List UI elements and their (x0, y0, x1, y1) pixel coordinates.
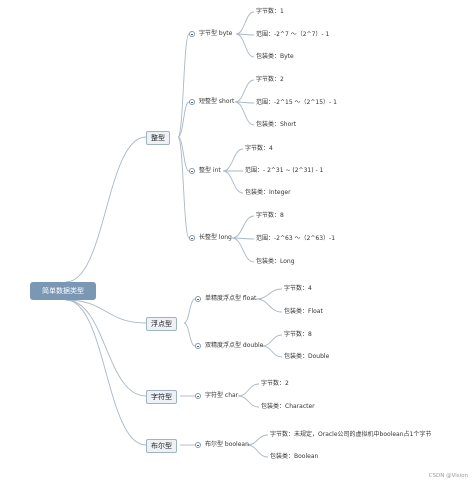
detail-byte-size: 字节数：1 (256, 8, 284, 15)
connector-line (65, 299, 147, 324)
connector-line (65, 136, 147, 283)
connector-line (255, 298, 283, 313)
connector-line (177, 136, 190, 239)
detail-short-range: 范围：-2^15 ～（2^15）- 1 (256, 99, 337, 106)
type-label-int[interactable]: 整型 int (199, 167, 221, 174)
connector-line (183, 298, 196, 324)
collapse-toggle-icon[interactable] (195, 442, 201, 448)
type-label-boolean[interactable]: 布尔型 boolean (205, 441, 249, 448)
detail-int-range: 范围：- 2^31 ~ (2^31) - 1 (245, 167, 324, 174)
connector-line (237, 383, 260, 397)
connector-line (65, 299, 147, 397)
collapse-toggle-icon[interactable] (189, 99, 195, 105)
detail-int-size: 字节数：4 (245, 145, 273, 152)
connector-line (177, 33, 190, 138)
connector-line (231, 215, 255, 239)
category-node-float[interactable]: 浮点型 (146, 317, 177, 331)
detail-short-size: 字节数：2 (256, 76, 284, 83)
detail-float-wrapper: 包装类：Float (284, 308, 323, 315)
category-node-integer[interactable]: 整型 (146, 131, 170, 145)
connector-line (235, 33, 255, 58)
collapse-toggle-icon[interactable] (195, 343, 201, 349)
type-label-double[interactable]: 双精度浮点型 double (205, 342, 264, 349)
detail-short-wrapper: 包装类：Short (256, 121, 297, 128)
connector-line (231, 237, 255, 263)
detail-boolean-size: 字节数：未规定，Oracle公司的虚拟机中boolean占1个字节 (270, 431, 432, 438)
connector-line (234, 79, 255, 103)
detail-double-size: 字节数：8 (284, 331, 312, 338)
connector-line (222, 170, 244, 194)
type-label-float[interactable]: 单精度浮点型 float (205, 295, 257, 302)
detail-long-size: 字节数：8 (256, 212, 284, 219)
connector-line (261, 334, 283, 347)
collapse-toggle-icon[interactable] (195, 296, 201, 302)
connector-line (177, 101, 190, 138)
connector-line (237, 395, 260, 408)
connector-line (234, 101, 255, 126)
connector-line (235, 11, 255, 35)
detail-int-wrapper: 包装类：Integer (245, 189, 291, 196)
type-label-short[interactable]: 短整型 short (199, 98, 235, 105)
detail-char-wrapper: 包装类：Character (261, 403, 315, 410)
root-node[interactable]: 简单数据类型 (30, 282, 96, 300)
detail-byte-range: 范围：-2^7 ～（2^7）- 1 (256, 31, 330, 38)
detail-long-range: 范围：-2^63 ～（2^63）-1 (256, 235, 336, 242)
watermark: CSDN @Vision (428, 473, 468, 479)
detail-long-wrapper: 包装类：Long (256, 258, 295, 265)
detail-double-wrapper: 包装类：Double (284, 353, 330, 360)
type-label-byte[interactable]: 字节型 byte (199, 30, 233, 37)
collapse-toggle-icon[interactable] (189, 168, 195, 174)
collapse-toggle-icon[interactable] (195, 393, 201, 399)
connector-line (255, 288, 283, 300)
category-node-char[interactable]: 字符型 (146, 390, 177, 404)
connector-line (65, 299, 147, 446)
connector-line (246, 444, 269, 458)
detail-byte-wrapper: 包装类：Byte (256, 53, 294, 60)
connector-line (246, 434, 269, 446)
collapse-toggle-icon[interactable] (189, 235, 195, 241)
connector-line (222, 148, 244, 172)
detail-float-size: 字节数：4 (284, 285, 312, 292)
category-node-boolean[interactable]: 布尔型 (146, 439, 177, 453)
connector-line (183, 322, 196, 347)
type-label-char[interactable]: 字符型 char (205, 392, 239, 399)
detail-char-size: 字节数：2 (261, 380, 289, 387)
type-label-long[interactable]: 长整型 long (199, 234, 232, 241)
collapse-toggle-icon[interactable] (189, 31, 195, 37)
connector-line (261, 345, 283, 358)
detail-boolean-wrapper: 包装类：Boolean (270, 453, 319, 460)
